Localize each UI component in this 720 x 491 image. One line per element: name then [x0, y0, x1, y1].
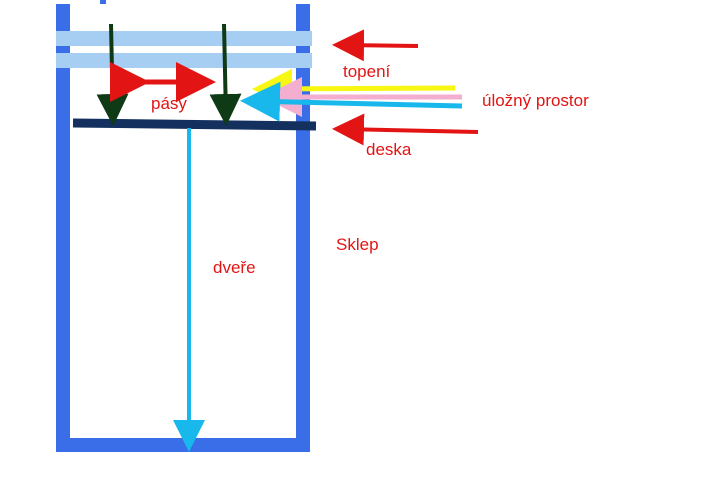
- heating-pipe-upper: [56, 31, 312, 46]
- storage-pointer-cyan: [240, 81, 463, 122]
- storage-pointer-yellow: [252, 68, 456, 109]
- board-deska: [72, 118, 317, 131]
- left-wall: [56, 4, 70, 452]
- label-storage-space: úložný prostor: [482, 91, 589, 110]
- label-board: deska: [366, 140, 412, 159]
- right-wall: [296, 4, 310, 452]
- strap-arrow-right: [209, 23, 242, 126]
- floor: [56, 438, 310, 452]
- heating-pointer-arrow: [332, 29, 419, 62]
- strap-arrow-left: [96, 23, 129, 126]
- label-straps: pásy: [151, 94, 187, 113]
- board-pointer-arrow: [332, 113, 479, 146]
- label-heating: topení: [343, 62, 391, 81]
- label-cellar: Sklep: [336, 235, 379, 254]
- heating-pipe-lower: [56, 53, 312, 68]
- wall-top-gap: [100, 0, 106, 4]
- label-door: dveře: [213, 258, 256, 277]
